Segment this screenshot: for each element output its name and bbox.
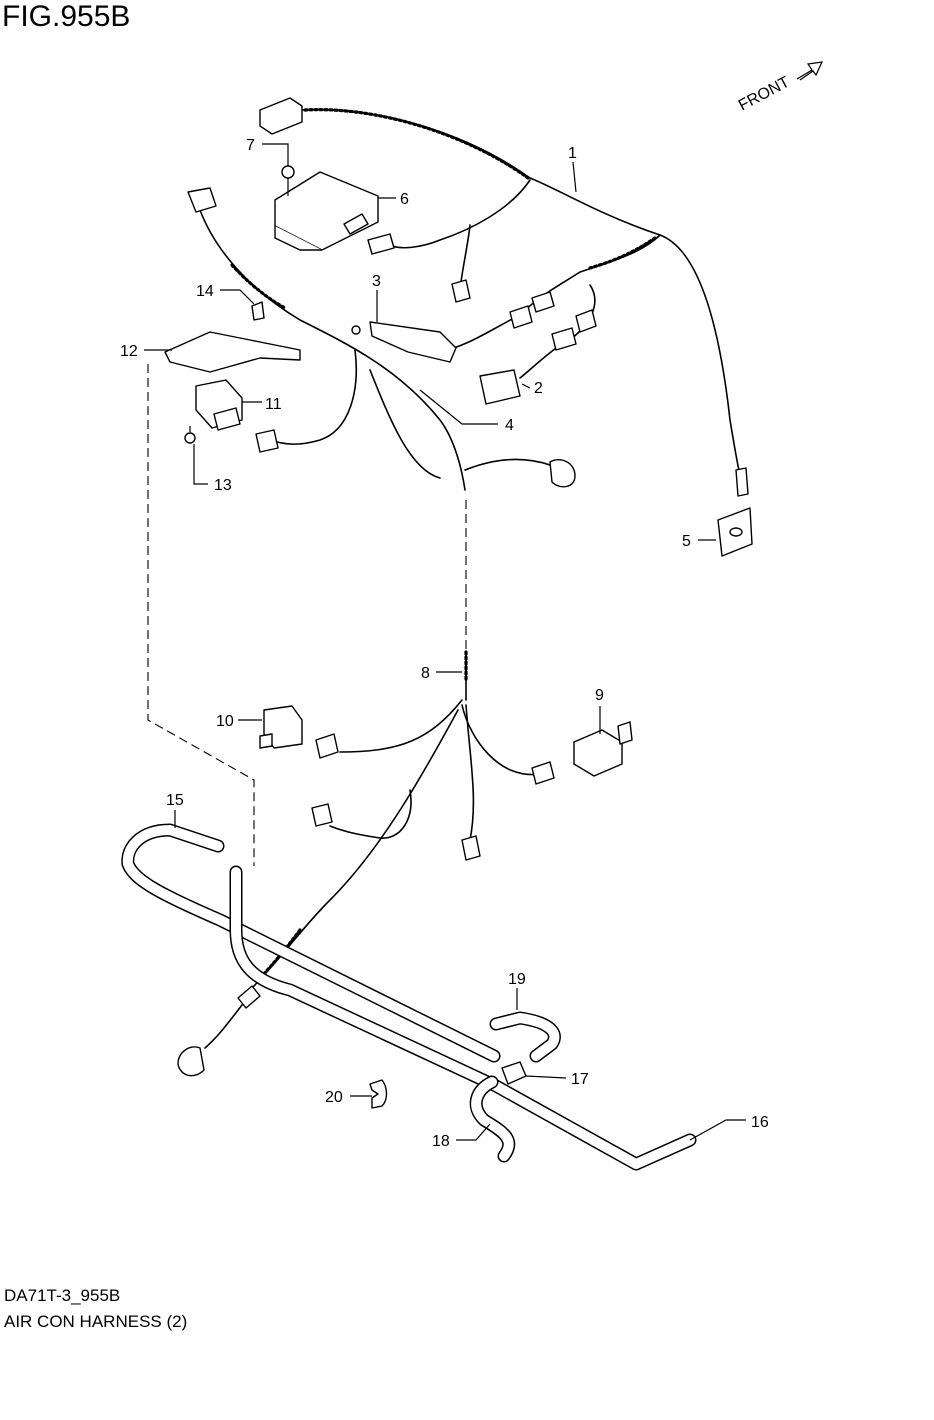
callout-17: 17 — [571, 1071, 589, 1088]
connector-g — [531, 761, 555, 785]
clamp-20 — [369, 1079, 388, 1109]
connector-e — [255, 429, 279, 453]
bulb-upper — [549, 458, 576, 488]
callout-2: 2 — [534, 380, 543, 397]
connector-d — [575, 309, 597, 333]
sensor-5 — [717, 467, 753, 557]
connector-i — [237, 985, 261, 1009]
connector-a — [509, 305, 533, 329]
clip-14 — [251, 301, 265, 321]
callout-10: 10 — [216, 713, 234, 730]
main-harness — [199, 108, 741, 491]
connector-plug-2 — [461, 835, 481, 861]
callout-18: 18 — [432, 1133, 450, 1150]
callout-11: 11 — [265, 396, 282, 413]
guide-dash-left — [147, 364, 255, 866]
callout-7: 7 — [246, 137, 255, 154]
callout-4: 4 — [505, 417, 514, 434]
callouts: 1 2 3 4 5 6 7 8 9 10 11 12 13 14 15 16 1… — [120, 137, 769, 1150]
callout-13: 13 — [214, 477, 232, 494]
callout-20: 20 — [325, 1089, 343, 1106]
leader-lines — [144, 143, 746, 1141]
control-unit — [274, 171, 379, 251]
callout-3: 3 — [372, 273, 381, 290]
callout-19: 19 — [508, 971, 526, 988]
connector-h — [311, 803, 333, 827]
callout-6: 6 — [400, 191, 409, 208]
callout-15: 15 — [166, 792, 184, 809]
callout-8: 8 — [421, 665, 430, 682]
connector-b — [531, 291, 555, 313]
callout-9: 9 — [595, 687, 604, 704]
connector-plug — [451, 279, 471, 303]
callout-12: 12 — [120, 343, 138, 360]
figure-title: FIG.955B — [2, 0, 131, 33]
bracket-12 — [164, 331, 301, 373]
callout-5: 5 — [682, 533, 691, 550]
connector-f — [315, 733, 339, 759]
front-label: FRONT — [736, 74, 793, 115]
connector-top — [259, 97, 303, 135]
callout-16: 16 — [751, 1114, 769, 1131]
lower-harness — [204, 650, 541, 1049]
connector-mid — [367, 233, 395, 255]
tube-joint-17 — [501, 1061, 527, 1085]
bracket-3 — [369, 321, 457, 363]
switch-2 — [479, 369, 521, 405]
tubes — [121, 823, 697, 1171]
connector-c — [551, 327, 577, 351]
relay-11 — [195, 379, 243, 431]
sensor-9 — [573, 721, 633, 777]
figure-name: AIR CON HARNESS (2) — [4, 1312, 188, 1331]
screw-3 — [351, 325, 361, 335]
connector-left — [187, 187, 217, 213]
bulb-lower — [177, 1046, 205, 1077]
front-arrow: FRONT — [736, 61, 824, 115]
callout-14: 14 — [196, 283, 214, 300]
figure-code: DA71T-3_955B — [4, 1286, 121, 1305]
bolt-13 — [184, 426, 196, 444]
relay-10 — [259, 705, 303, 749]
callout-1: 1 — [568, 145, 577, 162]
